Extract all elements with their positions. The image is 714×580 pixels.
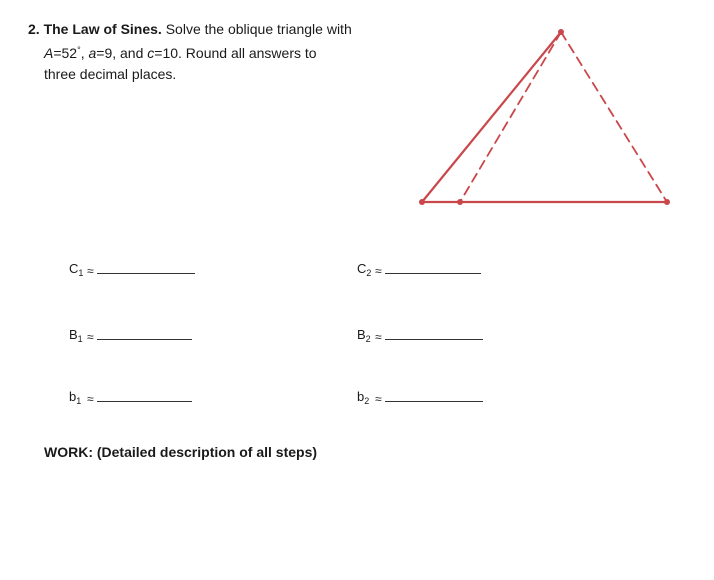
- vertex-top: [558, 29, 564, 35]
- problem-instruction: Solve the oblique triangle with: [165, 21, 352, 37]
- answer-B2-blank[interactable]: [384, 339, 483, 340]
- approx-symbol: ≈: [375, 392, 382, 406]
- given-a-var: a: [88, 45, 97, 61]
- problem-line-2: A=52°, a=9, and c=10. Round all answers …: [28, 40, 373, 64]
- problem-number: 2.: [28, 21, 40, 37]
- given-A-var: A: [44, 45, 54, 61]
- triangle-inner-side-dashed: [459, 31, 562, 203]
- answer-b1: b1 ≈: [69, 384, 192, 406]
- answer-C1-label: C1: [69, 261, 84, 278]
- degree-mark: °: [77, 45, 81, 55]
- answer-B2: B2 ≈: [357, 322, 483, 344]
- approx-symbol: ≈: [375, 264, 382, 278]
- answer-C2: C2 ≈: [357, 256, 481, 278]
- problem-title: The Law of Sines.: [43, 21, 162, 37]
- approx-symbol: ≈: [87, 264, 94, 278]
- answer-C2-label: C2: [357, 261, 372, 278]
- given-A-eq: =52: [53, 45, 78, 61]
- answer-b2-blank[interactable]: [384, 401, 483, 402]
- given-a-sep: ,: [80, 45, 89, 61]
- answer-C2-blank[interactable]: [384, 273, 481, 274]
- answer-b1-label: b1: [69, 389, 82, 406]
- triangle-right-side-dashed: [560, 31, 668, 203]
- problem-line-3: three decimal places.: [44, 66, 177, 82]
- answer-B1: B1 ≈: [69, 322, 192, 344]
- answer-C1-blank[interactable]: [96, 273, 195, 274]
- vertex-right: [664, 199, 670, 205]
- approx-symbol: ≈: [87, 392, 94, 406]
- problem-statement: 2. The Law of Sines. Solve the oblique t…: [28, 19, 373, 85]
- vertex-left: [419, 199, 425, 205]
- problem-line-1: 2. The Law of Sines. Solve the oblique t…: [28, 19, 373, 40]
- given-a-eq: =9, and: [96, 45, 148, 61]
- triangle-left-side: [420, 30, 563, 204]
- given-rest: Round all answers to: [181, 45, 317, 61]
- given-c-var: c: [147, 45, 155, 61]
- ambiguous-triangle-figure: [419, 29, 670, 205]
- answer-b2-label: b2: [357, 389, 370, 406]
- work-label: WORK: (Detailed description of all steps…: [44, 444, 318, 460]
- approx-symbol: ≈: [375, 330, 382, 344]
- answer-C1: C1 ≈: [69, 256, 195, 278]
- answer-b2: b2 ≈: [357, 384, 483, 406]
- answer-B2-label: B2: [357, 327, 371, 344]
- approx-symbol: ≈: [87, 330, 94, 344]
- answer-B1-label: B1: [69, 327, 83, 344]
- vertex-inner: [457, 199, 463, 205]
- answer-B1-blank[interactable]: [96, 339, 192, 340]
- given-c-eq: =10.: [154, 45, 182, 61]
- answer-b1-blank[interactable]: [96, 401, 192, 402]
